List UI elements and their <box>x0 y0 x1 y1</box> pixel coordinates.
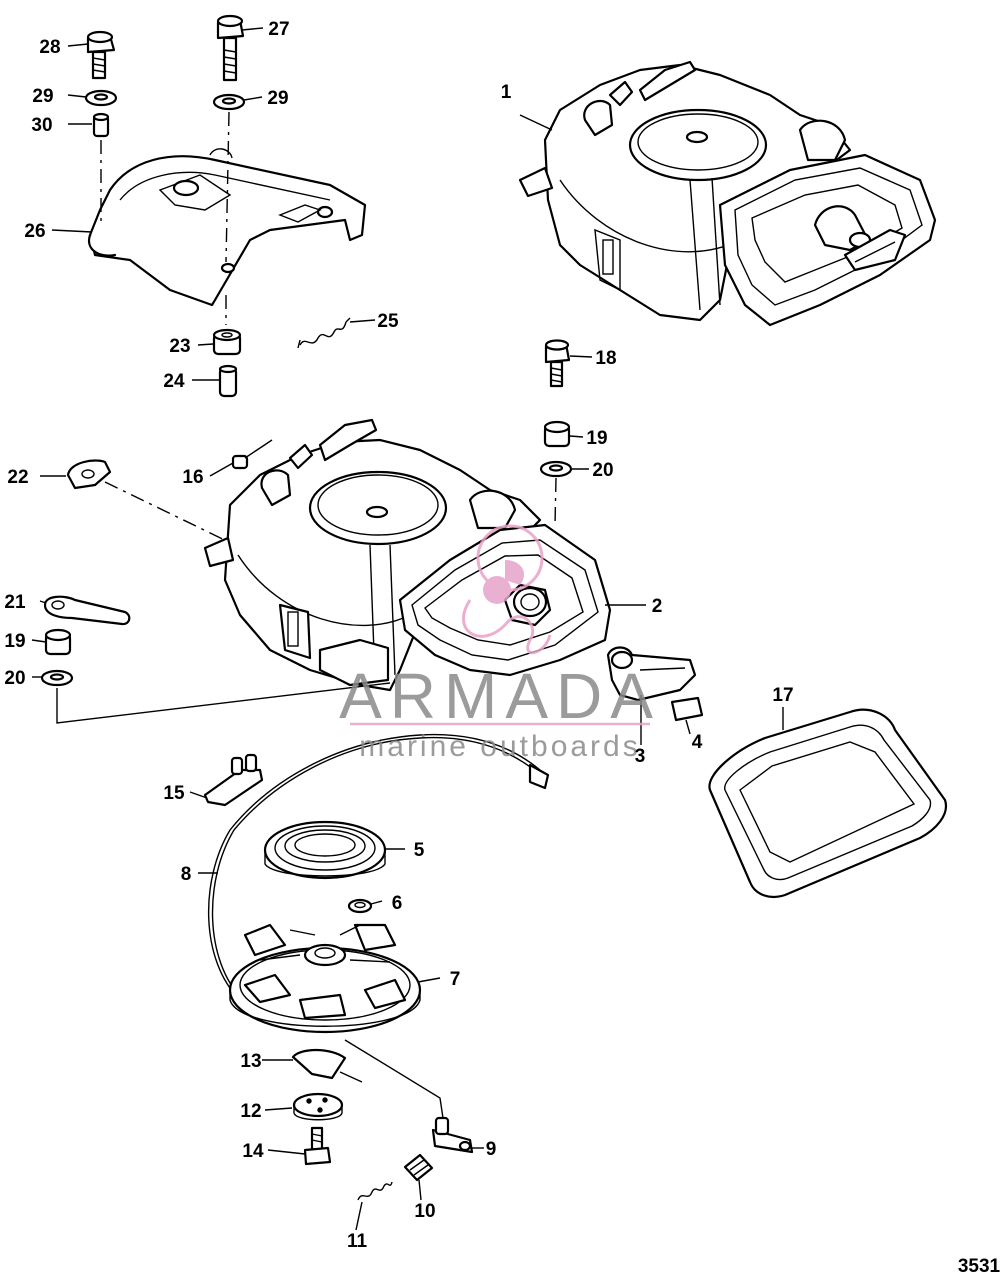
callout-25: 25 <box>377 311 399 332</box>
callout-29-right: 29 <box>267 88 288 109</box>
callout-10: 10 <box>414 1201 435 1222</box>
part-6-ring <box>347 898 373 914</box>
assembly-line-27 <box>225 111 230 263</box>
callout-18: 18 <box>595 348 616 369</box>
callout-12: 12 <box>240 1101 261 1122</box>
watermark: ARMADA marine outboards <box>339 524 661 763</box>
part-19-bushing-left <box>44 628 72 656</box>
part-29-washer-left <box>84 89 118 107</box>
part-24-pin <box>218 364 238 398</box>
assembly-line-9 <box>344 1039 444 1119</box>
part-9-pawl <box>431 1116 474 1154</box>
part-2-starter-housing <box>203 418 612 692</box>
part-19-bushing-right <box>543 420 571 448</box>
callout-1: 1 <box>501 82 512 103</box>
part-4-insert <box>670 696 704 722</box>
callout-14: 14 <box>242 1141 264 1162</box>
part-15-clip <box>203 753 264 807</box>
callout-8: 8 <box>181 864 192 885</box>
callout-20-right: 20 <box>592 460 613 481</box>
part-14-screw <box>303 1126 332 1166</box>
callout-21: 21 <box>4 592 26 613</box>
callout-22: 22 <box>7 467 28 488</box>
part-22-plate <box>66 459 112 490</box>
part-7-pulley <box>228 923 422 1034</box>
part-23-bushing <box>212 328 242 356</box>
part-21-link-arm <box>43 595 131 626</box>
part-29-washer-right <box>212 93 246 111</box>
part-10-spring <box>403 1153 434 1182</box>
part-5-recoil-spring <box>263 820 387 880</box>
callout-15: 15 <box>163 783 185 804</box>
callout-27: 27 <box>268 19 289 40</box>
part-16-clip <box>231 439 273 470</box>
callout-4: 4 <box>692 732 703 753</box>
callout-13: 13 <box>240 1051 261 1072</box>
part-27-bolt <box>216 14 245 82</box>
callout-7: 7 <box>450 969 461 990</box>
part-3-handle <box>606 646 697 702</box>
part-18-bolt <box>544 339 571 388</box>
callout-19-left: 19 <box>4 631 25 652</box>
figure-number: 3531 <box>958 1256 1000 1277</box>
callout-5: 5 <box>414 840 425 861</box>
callout-28: 28 <box>39 37 60 58</box>
part-30-spacer <box>92 112 110 138</box>
assembly-line-20-left <box>56 682 391 724</box>
part-17-gasket <box>708 708 948 899</box>
part-13-friction-plate <box>291 1048 363 1083</box>
assembly-line-22 <box>104 481 236 546</box>
part-12-retainer <box>292 1092 344 1121</box>
callout-17: 17 <box>772 685 793 706</box>
part-11-spring <box>357 1181 393 1201</box>
callout-3: 3 <box>635 746 646 767</box>
callout-23: 23 <box>169 336 190 357</box>
callout-6: 6 <box>392 893 403 914</box>
callout-16: 16 <box>182 467 203 488</box>
callout-30: 30 <box>31 115 52 136</box>
watermark-logo-icon <box>462 524 552 655</box>
leader-1 <box>519 114 553 131</box>
part-26-bracket-plate <box>87 148 367 307</box>
leader-lines <box>31 27 784 1231</box>
callout-11: 11 <box>347 1231 368 1252</box>
callout-29-left: 29 <box>32 86 53 107</box>
part-1-starter-assembly <box>518 60 937 327</box>
callout-19-right: 19 <box>586 428 607 449</box>
part-28-bolt <box>86 30 116 80</box>
part-20-washer-left <box>40 669 74 687</box>
part-20-washer-right <box>539 460 573 478</box>
callout-labels: 1 2 3 4 5 6 7 8 9 10 11 12 13 14 15 16 1… <box>4 19 1000 1277</box>
watermark-brand: ARMADA <box>339 660 661 732</box>
assembly-line-20 <box>554 477 557 526</box>
callout-26: 26 <box>24 221 45 242</box>
part-25-spring <box>297 317 351 349</box>
callout-2: 2 <box>652 596 663 617</box>
watermark-tagline: marine outboards <box>359 730 640 763</box>
callout-24: 24 <box>163 371 185 392</box>
callout-9: 9 <box>486 1139 497 1160</box>
part-8-starter-rope <box>208 733 550 1001</box>
callout-20-left: 20 <box>4 668 25 689</box>
